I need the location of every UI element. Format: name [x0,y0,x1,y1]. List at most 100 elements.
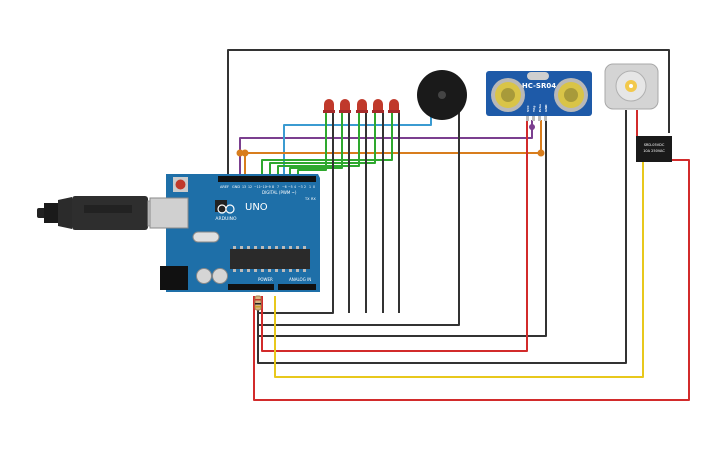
usb-plug-grip [84,205,132,213]
led-5-rim [388,110,400,113]
board-model-text: UNO [245,202,268,213]
wire-black-buzzer[interactable] [258,108,460,326]
relay-body [636,136,672,162]
led-1-rim [323,110,335,113]
capacitor-2 [212,268,228,284]
wire-black-motor[interactable] [257,110,627,364]
led-4-body [373,99,383,111]
sensor-pin-label: VCC [526,104,530,112]
led-5[interactable] [388,99,400,113]
pin-label: 1 [309,185,311,189]
sensor-pin-label: GND [544,104,548,112]
power-pin-labels: IOREF RESET 3.3V 5V GND GND VIN [229,293,271,297]
analog-pin-label: A3 [298,293,302,297]
power-label: POWER [258,277,273,282]
analog-pin-labels: A0 A1 A2 A3 A4 A5 [280,293,314,297]
pin-label: 8 [272,185,274,189]
junction-orange-board [241,149,249,157]
wire-green-2[interactable] [269,113,376,176]
sensor-transducer-right-core [564,88,578,102]
led-4[interactable] [372,99,384,113]
wire-red-sensor[interactable] [261,120,528,352]
power-pin-label: VIN [266,293,271,297]
capacitor-1 [196,268,212,284]
wire-red-relay[interactable] [253,159,690,401]
pin-label: ~5 [288,185,293,189]
sensor-pins [526,116,547,121]
led-3-body [357,99,367,111]
board-logo-text: ARDUINO [215,216,237,222]
power-pin-label: 5V [249,293,253,297]
relay-line1: SRD-05VDC [644,143,665,147]
led-2-rim [339,110,351,113]
power-pin-label: 3.3V [243,293,249,297]
analog-pin-label: A4 [304,293,308,297]
wire-black-top[interactable] [227,49,670,178]
pin-label: 13 [242,185,246,189]
power-pin-label: IOREF [229,293,238,297]
pin-label: 4 [294,185,296,189]
led-5-body [389,99,399,111]
piezo-buzzer[interactable] [417,70,467,120]
wire-green-3[interactable] [277,113,360,176]
gnd-label: GND [232,185,240,189]
pin-label: 7 [277,185,279,189]
resistor-band [255,299,261,301]
wire-yellow-relay[interactable] [274,160,644,378]
wire-black-led-1[interactable] [258,113,334,314]
digital-header[interactable] [218,176,316,182]
pin-label: ~11 [254,185,261,189]
power-jack[interactable] [160,266,188,290]
junction-orange-left [236,149,244,157]
wire-green-5[interactable] [297,113,327,176]
power-pin-label: GND [254,293,260,297]
analog-header[interactable] [278,284,316,290]
wire-junctions [236,124,545,157]
led-2-body [340,99,350,111]
sensor-pin-label: Trig [532,106,536,112]
resistor[interactable] [254,295,262,311]
digital-pin-labels: 13 12 ~11 ~10 ~9 8 7 ~6 ~5 4 ~3 2 1 0 [242,185,315,189]
atmega-chip [230,249,310,269]
buzzer-hole [438,91,446,99]
led-group [323,99,400,113]
wire-black-sensor[interactable] [257,120,547,337]
power-pin-label: GND [260,293,266,297]
arduino-board[interactable]: ARDUINO UNO DIGITAL (PWM ~) POWER ANALOG… [149,174,320,297]
pin-label: ~3 [298,185,303,189]
chip-pins [233,246,306,272]
led-1-body [324,99,334,111]
reset-button[interactable] [175,179,186,190]
board-pcb [166,174,320,292]
sensor-model-text: HC-SR04 [522,82,556,90]
resistor-band [255,306,261,308]
sensor-pin-label: Echo [538,104,542,112]
pin-label: ~10 [260,185,267,189]
analog-pin-label: A5 [310,293,314,297]
board-usb-jack [149,197,189,229]
led-3-rim [356,110,368,113]
ultrasonic-sensor[interactable]: HC-SR04 VCC Trig Echo GND [486,71,592,121]
led-2[interactable] [339,99,351,113]
relay-module[interactable]: SRD-05VDC 10A 250VAC [636,136,672,162]
pin-label: 2 [304,185,306,189]
led-3[interactable] [356,99,368,113]
usb-plug-collar [44,203,58,223]
led-1[interactable] [323,99,335,113]
motor-shaft [629,84,633,88]
wires [227,49,690,401]
sensor-crystal [527,72,549,80]
pin-label: ~9 [266,185,271,189]
power-pin-label: RESET [236,293,245,297]
analog-label: ANALOG IN [289,277,311,282]
aref-label: AREF [220,185,229,189]
pin-label: ~6 [282,185,287,189]
resistor-band [255,303,261,305]
led-4-rim [372,110,384,113]
wire-green-4[interactable] [289,113,343,176]
pin-label: 0 [313,185,315,189]
power-header[interactable] [228,284,274,290]
dc-motor[interactable] [604,63,659,110]
digital-label: DIGITAL (PWM ~) [262,190,297,195]
